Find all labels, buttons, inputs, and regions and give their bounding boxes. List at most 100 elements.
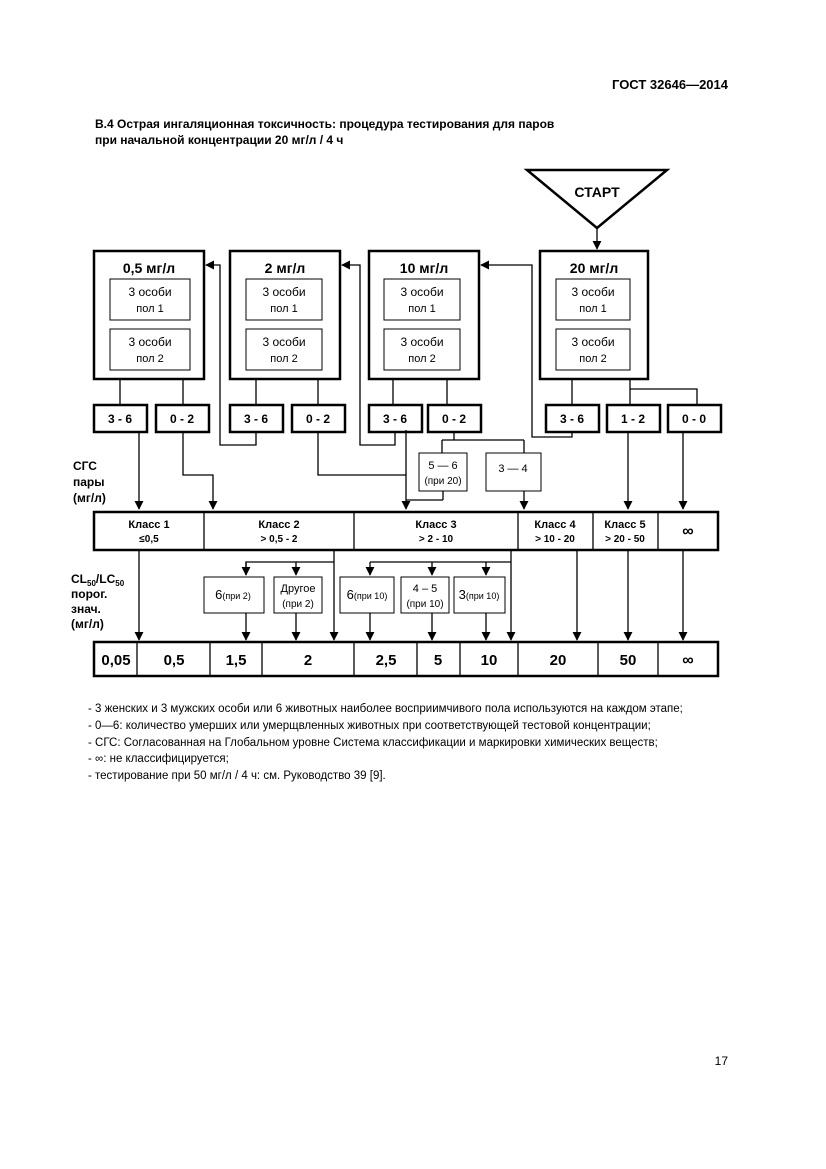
group-sex: пол 1 xyxy=(270,303,297,315)
section-title-line-1: B.4 Острая ингаляционная токсичность: пр… xyxy=(95,117,555,131)
group-count: 3 особи xyxy=(400,335,443,349)
group-sex: пол 2 xyxy=(579,353,606,365)
group-sex: пол 2 xyxy=(136,353,163,365)
ghs-class-row: Класс 1 ≤0,5 Класс 2 > 0,5 - 2 Класс 3 >… xyxy=(92,510,720,552)
stage-conc-10: 10 мг/л xyxy=(400,260,448,276)
class-2-name: Класс 2 xyxy=(258,519,299,531)
class-5-range: > 20 - 50 xyxy=(605,534,645,545)
value-cell: 20 xyxy=(550,652,567,669)
sub-boxes: 6(при 2) Другое (при 2) 6(при 10) 4 – 5 … xyxy=(203,576,506,614)
ghs-label-line-3: (мг/л) xyxy=(73,491,106,505)
notes-list: - 3 женских и 3 мужских особи или 6 живо… xyxy=(88,701,768,785)
group-count: 3 особи xyxy=(262,335,305,349)
outcome-label: 3 - 6 xyxy=(560,412,584,426)
sub-box-main: 6(при 10) xyxy=(347,587,388,602)
class-3-range: > 2 - 10 xyxy=(419,534,454,545)
value-cell: 2,5 xyxy=(376,652,397,669)
lc50-label-line-2: порог. xyxy=(71,587,107,601)
split-box-5-6 xyxy=(418,452,468,492)
split-connector-10 xyxy=(441,432,525,453)
class-unclassified: ∞ xyxy=(682,523,693,540)
ghs-label-line-1: СГС xyxy=(73,459,97,473)
split-box-5-6-note: (при 20) xyxy=(424,476,461,487)
outcome-label: 0 - 2 xyxy=(306,412,330,426)
note-item: - 0—6: количество умерших или умерщвленн… xyxy=(88,719,651,732)
note-item: - 3 женских и 3 мужских особи или 6 живо… xyxy=(88,703,683,715)
stage-box-20: 20 мг/л 3 особи пол 1 3 особи пол 2 xyxy=(538,249,650,381)
group-sex: пол 2 xyxy=(270,353,297,365)
group-box-sex1 xyxy=(383,278,461,321)
sub-box-sub: (при 2) xyxy=(282,599,314,610)
arrows-to-classes xyxy=(134,430,688,510)
group-box-sex2 xyxy=(555,328,631,371)
group-count: 3 особи xyxy=(128,285,171,299)
group-count: 3 особи xyxy=(400,285,443,299)
note-item: - тестирование при 50 мг/л / 4 ч: см. Ру… xyxy=(88,770,386,783)
class-1-name: Класс 1 xyxy=(128,519,169,531)
note-item: - СГС: Согласованная на Глобальном уровн… xyxy=(88,736,658,749)
outcome-label: 3 - 6 xyxy=(108,412,132,426)
section-title-line-2: при начальной концентрации 20 мг/л / 4 ч xyxy=(95,133,344,147)
lc50-label-line-1: CL50/LC50 xyxy=(71,572,125,588)
sub-box-main: 4 – 5 xyxy=(413,583,437,595)
start-label: СТАРТ xyxy=(574,184,620,200)
lc50-label-line-4: (мг/л) xyxy=(71,617,104,631)
group-sex: пол 1 xyxy=(408,303,435,315)
outcome-boxes: 3 - 6 0 - 2 3 - 6 0 - 2 3 - 6 0 - 2 3 - … xyxy=(92,403,723,434)
class-1-range: ≤0,5 xyxy=(139,534,159,545)
outcome-label: 0 - 0 xyxy=(682,412,706,426)
value-cell: 0,05 xyxy=(101,652,130,669)
note-item: - ∞: не классифицируется; xyxy=(88,753,229,766)
outcome-label: 3 - 6 xyxy=(383,412,407,426)
stage-box-0.5: 0,5 мг/л 3 особи пол 1 3 особи пол 2 xyxy=(92,249,206,381)
outcome-label: 1 - 2 xyxy=(621,412,645,426)
sub-box-main: Другое xyxy=(281,583,316,595)
group-count: 3 особи xyxy=(128,335,171,349)
stage-to-outcome-connectors xyxy=(119,379,698,405)
page-number: 17 xyxy=(714,1054,728,1068)
lc50-label-line-3: знач. xyxy=(71,602,101,616)
stage-box-2: 2 мг/л 3 особи пол 1 3 особи пол 2 xyxy=(228,249,342,381)
stage-conc-20: 20 мг/л xyxy=(570,260,618,276)
value-cell: 10 xyxy=(481,652,498,669)
ghs-label-line-2: пары xyxy=(73,475,105,489)
group-count: 3 особи xyxy=(571,285,614,299)
value-cell: 5 xyxy=(434,652,442,669)
value-cell: ∞ xyxy=(682,652,693,669)
group-sex: пол 1 xyxy=(136,303,163,315)
split-box-5-6-value: 5 — 6 xyxy=(428,460,457,472)
class-5-name: Класс 5 xyxy=(604,519,645,531)
sub-box-main: 6(при 2) xyxy=(215,587,251,602)
outcome-label: 0 - 2 xyxy=(170,412,194,426)
outcome-label: 0 - 2 xyxy=(442,412,466,426)
class-3-name: Класс 3 xyxy=(415,519,456,531)
group-box-sex1 xyxy=(109,278,191,321)
value-cell: 0,5 xyxy=(164,652,185,669)
class-4-range: > 10 - 20 xyxy=(535,534,575,545)
stage-conc-2: 2 мг/л xyxy=(265,260,306,276)
start-triangle xyxy=(523,168,671,230)
split-box-3-4 xyxy=(485,452,542,492)
value-cell: 50 xyxy=(620,652,637,669)
class-2-range: > 0,5 - 2 xyxy=(261,534,298,545)
group-sex: пол 1 xyxy=(579,303,606,315)
document-header: ГОСТ 32646—2014 xyxy=(612,77,728,92)
value-cell: 1,5 xyxy=(226,652,247,669)
stage-conc-0.5: 0,5 мг/л xyxy=(123,260,175,276)
split-box-3-4-value: 3 — 4 xyxy=(498,463,527,475)
sub-box-main: 3(при 10) xyxy=(459,587,500,602)
section-title: B.4 Острая ингаляционная токсичность: пр… xyxy=(95,116,655,148)
loop-back-arrows xyxy=(205,260,573,446)
threshold-values-row: 0,05 0,5 1,5 2 2,5 5 10 20 50 ∞ xyxy=(92,640,720,678)
sub-box-sub: (при 10) xyxy=(406,599,443,610)
group-count: 3 особи xyxy=(262,285,305,299)
group-box-sex2 xyxy=(383,328,461,371)
group-box-sex2 xyxy=(109,328,191,371)
stage-box-10: 10 мг/л 3 особи пол 1 3 особи пол 2 xyxy=(367,249,481,381)
class-4-name: Класс 4 xyxy=(534,519,576,531)
value-cell: 2 xyxy=(304,652,312,669)
group-sex: пол 2 xyxy=(408,353,435,365)
outcome-label: 3 - 6 xyxy=(244,412,268,426)
group-count: 3 особи xyxy=(571,335,614,349)
